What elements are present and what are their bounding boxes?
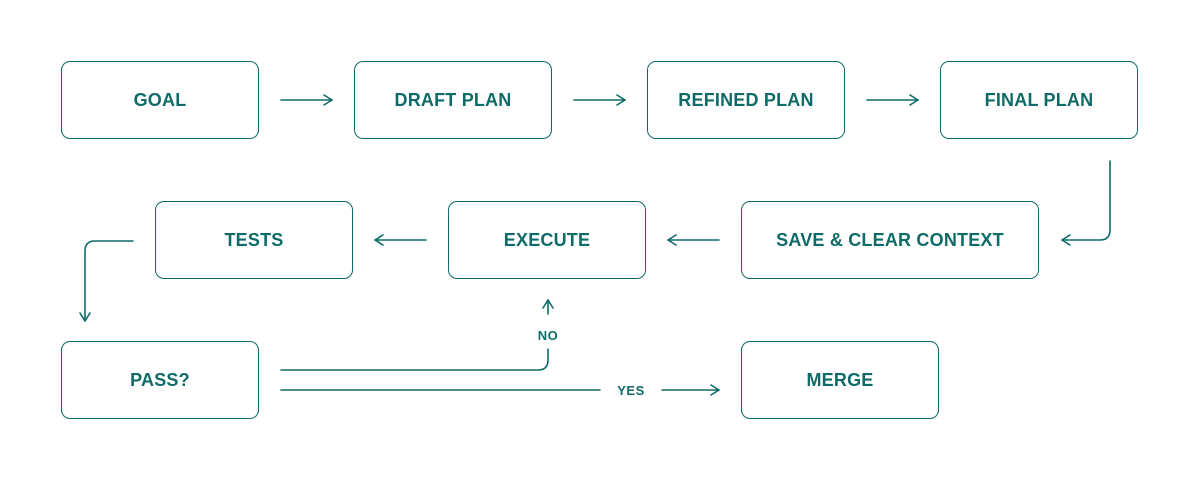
node-merge-label: MERGE (806, 369, 874, 390)
arrow-tests-to-pass (79, 240, 134, 322)
node-pass-decision-label: PASS? (130, 369, 190, 390)
node-refined-plan: REFINED PLAN (647, 61, 845, 139)
node-execute-label: EXECUTE (503, 229, 591, 250)
edge-label-no: NO (530, 328, 566, 344)
node-pass-decision: PASS? (61, 341, 259, 419)
node-tests: TESTS (155, 201, 353, 279)
node-draft-plan-label: DRAFT PLAN (394, 89, 512, 110)
node-save-clear-context-label: SAVE & CLEAR CONTEXT (776, 229, 1004, 250)
node-final-plan-label: FINAL PLAN (984, 89, 1094, 110)
node-goal: GOAL (61, 61, 259, 139)
arrow-final-plan-to-save-clear (1061, 160, 1111, 246)
node-refined-plan-label: REFINED PLAN (678, 89, 814, 110)
node-tests-label: TESTS (224, 229, 284, 250)
arrow-pass-no-to-execute (280, 348, 549, 371)
edge-label-yes: YES (608, 383, 654, 399)
node-execute: EXECUTE (448, 201, 646, 279)
node-save-clear-context: SAVE & CLEAR CONTEXT (741, 201, 1039, 279)
node-final-plan: FINAL PLAN (940, 61, 1138, 139)
node-merge: MERGE (741, 341, 939, 419)
node-goal-label: GOAL (133, 89, 187, 110)
node-draft-plan: DRAFT PLAN (354, 61, 552, 139)
